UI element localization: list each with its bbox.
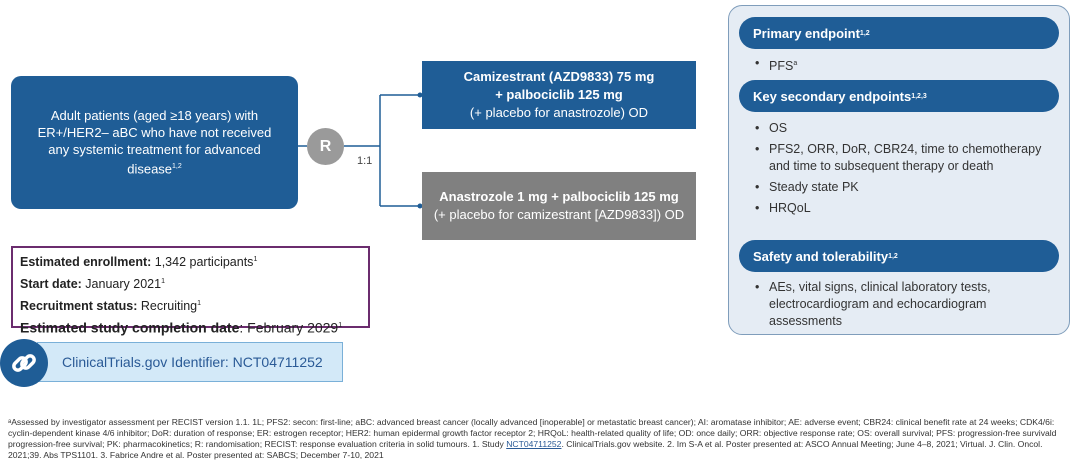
safety-list: AEs, vital signs, clinical laboratory te… — [755, 279, 1055, 334]
enrollment-value: 1,342 participants — [151, 255, 254, 270]
safety-title: Safety and tolerability — [753, 248, 889, 264]
list-item: HRQoL — [755, 200, 1055, 217]
clinicaltrials-label[interactable]: ClinicalTrials.gov Identifier: NCT047112… — [62, 354, 323, 370]
footnote-text1: ᵃAssessed by investigator assessment per… — [8, 417, 1057, 449]
arm2-bold: Anastrozole 1 mg + palbociclib 125 mg — [439, 189, 679, 204]
clinicaltrials-identifier[interactable]: ClinicalTrials.gov Identifier: NCT047112… — [37, 342, 343, 382]
footnote: ᵃAssessed by investigator assessment per… — [8, 417, 1072, 461]
enrollment-row: Estimated enrollment: 1,342 participants… — [20, 250, 361, 272]
randomisation-symbol: R — [319, 137, 332, 155]
primary-endpoint-refs: 1,2 — [859, 29, 870, 37]
recruitment-row: Recruitment status: Recruiting1 — [20, 294, 361, 316]
primary-endpoint-title: Primary endpoint — [753, 25, 860, 41]
link-icon[interactable] — [0, 339, 48, 387]
primary-endpoint-list: PFSa — [755, 55, 1055, 79]
randomisation-circle: R — [307, 128, 344, 165]
treatment-arm-anastrozole: Anastrozole 1 mg + palbociclib 125 mg (+… — [422, 172, 696, 240]
list-item: Steady state PK — [755, 179, 1055, 196]
list-item: PFSa — [755, 55, 1055, 75]
list-item: OS — [755, 120, 1055, 137]
patient-population-text: Adult patients (aged ≥18 years) with ER+… — [37, 108, 272, 177]
enrollment-ref: 1 — [253, 256, 258, 263]
completion-value: : February 2029 — [239, 320, 339, 337]
recruitment-label: Recruitment status: — [20, 299, 138, 314]
list-item: AEs, vital signs, clinical laboratory te… — [755, 279, 1055, 330]
arm1-line2: + palbociclib 125 mg — [495, 87, 623, 102]
safety-refs: 1,2 — [888, 252, 898, 260]
secondary-endpoints-list: OS PFS2, ORR, DoR, CBR24, time to chemot… — [755, 120, 1055, 221]
randomisation-ratio: 1:1 — [357, 155, 373, 167]
start-ref: 1 — [161, 278, 165, 286]
arm1-line1: Camizestrant (AZD9833) 75 mg — [463, 69, 655, 84]
treatment-arm-camizestrant: Camizestrant (AZD9833) 75 mg + palbocicl… — [422, 61, 696, 129]
patient-population-refs: 1,2 — [172, 163, 182, 171]
recruitment-value: Recruiting — [137, 299, 198, 314]
footnote-text2: . ClinicalTrials.gov website. 2. Im S-A … — [8, 439, 1043, 460]
secondary-endpoints-title: Key secondary endpoints — [753, 88, 912, 104]
footnote-study-link[interactable]: NCT04711252 — [506, 439, 562, 449]
arm1-line3: (+ placebo for anastrozole) OD — [469, 105, 649, 120]
patient-population-box: Adult patients (aged ≥18 years) with ER+… — [11, 76, 298, 209]
start-value: January 2021 — [81, 277, 162, 292]
completion-label: Estimated study completion date — [20, 320, 240, 337]
enrollment-label: Estimated enrollment: — [20, 255, 152, 270]
start-label: Start date: — [20, 277, 82, 292]
arm2-rest: (+ placebo for camizestrant [AZD9833]) O… — [433, 207, 685, 222]
start-row: Start date: January 20211 — [20, 272, 361, 294]
recruitment-ref: 1 — [197, 300, 202, 308]
study-info-box: Estimated enrollment: 1,342 participants… — [11, 246, 370, 336]
list-item: PFS2, ORR, DoR, CBR24, time to chemother… — [755, 141, 1055, 175]
secondary-endpoints-refs: 1,2,3 — [911, 92, 927, 100]
completion-row: Estimated study completion date: Februar… — [20, 316, 361, 338]
completion-ref: 1 — [338, 322, 343, 330]
